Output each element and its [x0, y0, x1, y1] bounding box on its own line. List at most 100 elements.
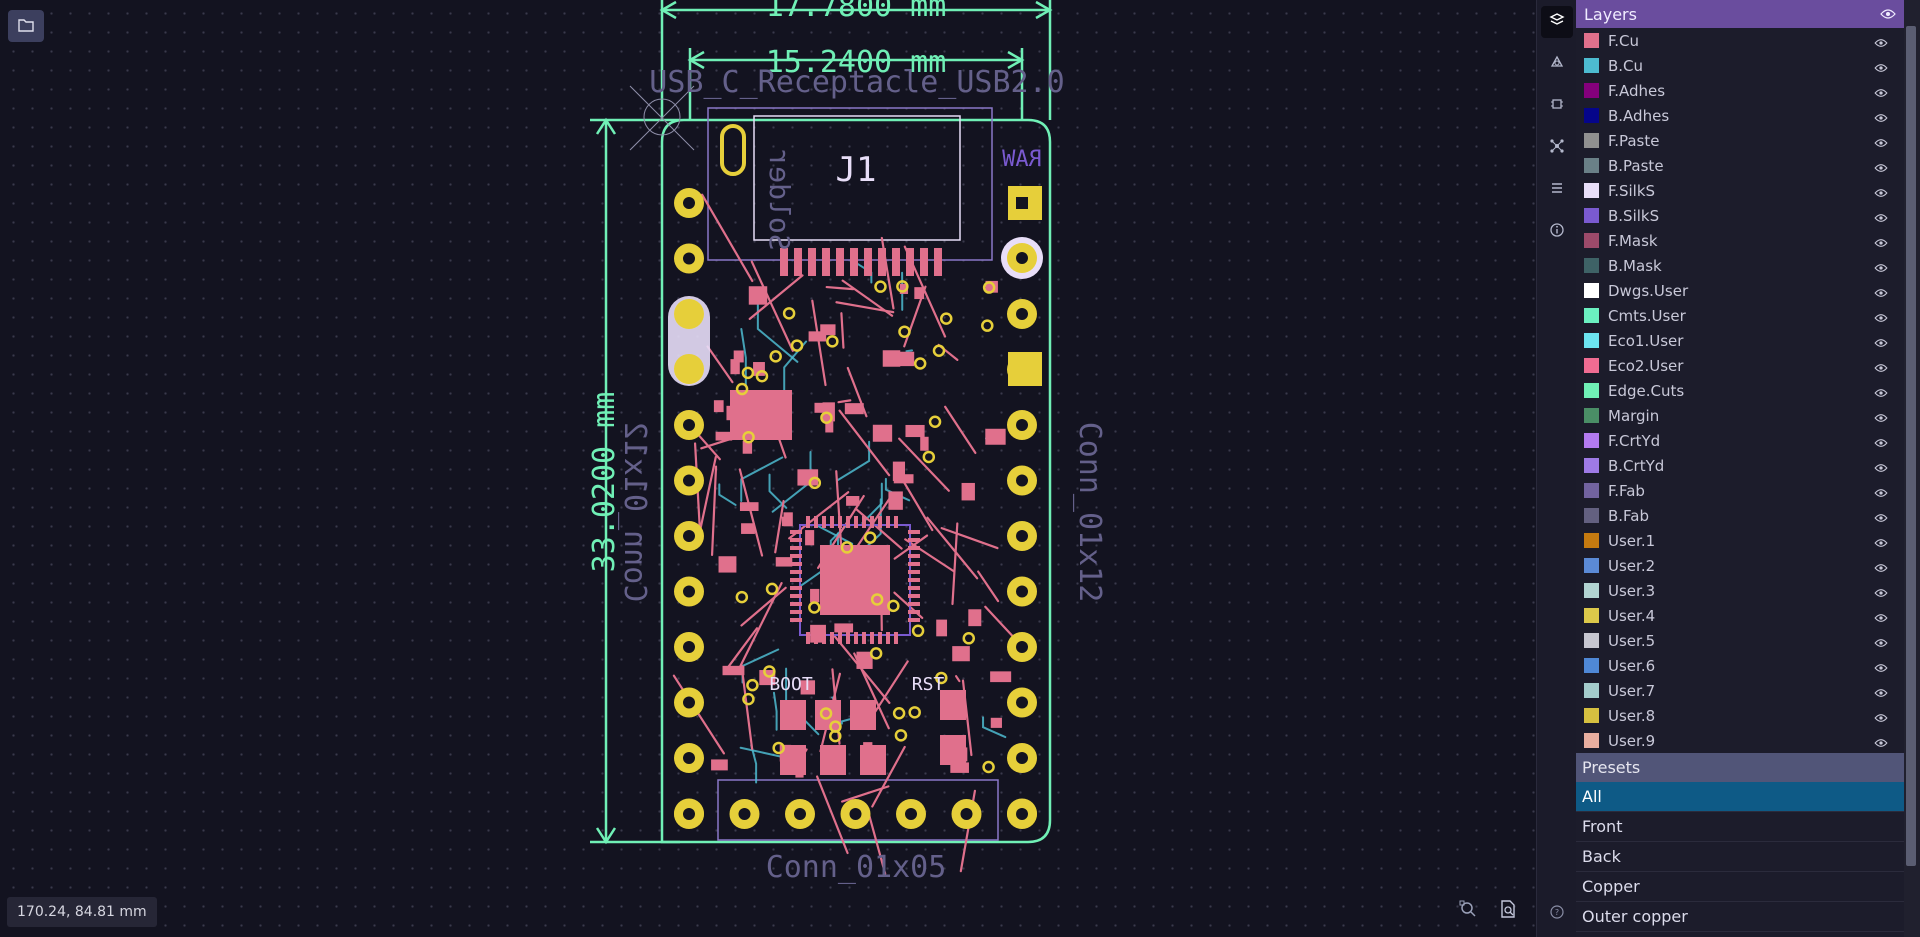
layer-row[interactable]: F.SilkS — [1576, 178, 1904, 203]
layer-color-swatch[interactable] — [1584, 708, 1599, 723]
layer-color-swatch[interactable] — [1584, 508, 1599, 523]
zoom-fit-button[interactable] — [1454, 897, 1482, 925]
eye-icon[interactable] — [1874, 84, 1888, 102]
eye-icon[interactable] — [1874, 534, 1888, 552]
layer-color-swatch[interactable] — [1584, 633, 1599, 648]
layer-row[interactable]: User.7 — [1576, 678, 1904, 703]
layer-color-swatch[interactable] — [1584, 83, 1599, 98]
panel-scrollbar-thumb[interactable] — [1906, 26, 1916, 866]
layer-row[interactable]: Dwgs.User — [1576, 278, 1904, 303]
layer-color-swatch[interactable] — [1584, 583, 1599, 598]
layer-color-swatch[interactable] — [1584, 733, 1599, 748]
layer-row[interactable]: B.Cu — [1576, 53, 1904, 78]
layer-row[interactable]: B.Paste — [1576, 153, 1904, 178]
layer-row[interactable]: User.9 — [1576, 728, 1904, 753]
eye-icon[interactable] — [1874, 359, 1888, 377]
eye-icon[interactable] — [1874, 634, 1888, 652]
layer-color-swatch[interactable] — [1584, 333, 1599, 348]
layers-tab-button[interactable] — [1541, 6, 1573, 38]
eye-icon[interactable] — [1874, 509, 1888, 527]
eye-icon[interactable] — [1874, 159, 1888, 177]
layer-row[interactable]: Edge.Cuts — [1576, 378, 1904, 403]
preset-item[interactable]: Front — [1576, 812, 1904, 842]
layer-color-swatch[interactable] — [1584, 283, 1599, 298]
info-tab-button[interactable] — [1541, 216, 1573, 248]
eye-icon[interactable] — [1874, 109, 1888, 127]
layer-row[interactable]: Cmts.User — [1576, 303, 1904, 328]
open-file-button[interactable] — [8, 10, 44, 42]
eye-icon[interactable] — [1874, 234, 1888, 252]
layer-color-swatch[interactable] — [1584, 233, 1599, 248]
eye-icon[interactable] — [1874, 284, 1888, 302]
layer-color-swatch[interactable] — [1584, 608, 1599, 623]
layer-row[interactable]: B.SilkS — [1576, 203, 1904, 228]
layer-color-swatch[interactable] — [1584, 483, 1599, 498]
layer-color-swatch[interactable] — [1584, 208, 1599, 223]
eye-icon[interactable] — [1874, 209, 1888, 227]
preset-item[interactable]: Back — [1576, 842, 1904, 872]
layer-row[interactable]: F.Paste — [1576, 128, 1904, 153]
objects-tab-button[interactable] — [1541, 48, 1573, 80]
preset-item[interactable]: Outer copper — [1576, 902, 1904, 932]
eye-icon[interactable] — [1874, 409, 1888, 427]
layer-row[interactable]: Eco2.User — [1576, 353, 1904, 378]
layer-color-swatch[interactable] — [1584, 433, 1599, 448]
eye-icon[interactable] — [1874, 334, 1888, 352]
layer-row[interactable]: F.Adhes — [1576, 78, 1904, 103]
layer-row[interactable]: User.5 — [1576, 628, 1904, 653]
eye-icon[interactable] — [1874, 34, 1888, 52]
layer-color-swatch[interactable] — [1584, 33, 1599, 48]
layer-color-swatch[interactable] — [1584, 658, 1599, 673]
eye-icon[interactable] — [1874, 684, 1888, 702]
layer-color-swatch[interactable] — [1584, 308, 1599, 323]
eye-icon[interactable] — [1874, 734, 1888, 752]
layer-row[interactable]: User.3 — [1576, 578, 1904, 603]
layer-row[interactable]: F.CrtYd — [1576, 428, 1904, 453]
layer-color-swatch[interactable] — [1584, 183, 1599, 198]
nets-tab-button[interactable] — [1541, 132, 1573, 164]
layer-row[interactable]: B.CrtYd — [1576, 453, 1904, 478]
layer-row[interactable]: User.8 — [1576, 703, 1904, 728]
layer-row[interactable]: F.Cu — [1576, 28, 1904, 53]
layer-color-swatch[interactable] — [1584, 458, 1599, 473]
eye-icon[interactable] — [1874, 709, 1888, 727]
layer-row[interactable]: B.Adhes — [1576, 103, 1904, 128]
layer-row[interactable]: User.2 — [1576, 553, 1904, 578]
eye-icon[interactable] — [1874, 59, 1888, 77]
layer-color-swatch[interactable] — [1584, 108, 1599, 123]
footprints-tab-button[interactable] — [1541, 90, 1573, 122]
eye-icon[interactable] — [1874, 384, 1888, 402]
zoom-page-button[interactable] — [1494, 897, 1522, 925]
layer-color-swatch[interactable] — [1584, 558, 1599, 573]
layer-row[interactable]: Eco1.User — [1576, 328, 1904, 353]
toggle-all-visibility-button[interactable] — [1880, 5, 1896, 24]
layer-color-swatch[interactable] — [1584, 383, 1599, 398]
eye-icon[interactable] — [1874, 609, 1888, 627]
eye-icon[interactable] — [1874, 484, 1888, 502]
layer-color-swatch[interactable] — [1584, 58, 1599, 73]
layer-color-swatch[interactable] — [1584, 533, 1599, 548]
layer-row[interactable]: User.1 — [1576, 528, 1904, 553]
layer-row[interactable]: B.Fab — [1576, 503, 1904, 528]
list-tab-button[interactable] — [1541, 174, 1573, 206]
eye-icon[interactable] — [1874, 584, 1888, 602]
help-button[interactable]: ? — [1541, 898, 1573, 930]
eye-icon[interactable] — [1874, 259, 1888, 277]
eye-icon[interactable] — [1874, 659, 1888, 677]
layer-color-swatch[interactable] — [1584, 258, 1599, 273]
preset-item[interactable]: Copper — [1576, 872, 1904, 902]
eye-icon[interactable] — [1874, 559, 1888, 577]
layer-row[interactable]: F.Fab — [1576, 478, 1904, 503]
layer-color-swatch[interactable] — [1584, 158, 1599, 173]
layer-color-swatch[interactable] — [1584, 683, 1599, 698]
layer-color-swatch[interactable] — [1584, 408, 1599, 423]
eye-icon[interactable] — [1874, 184, 1888, 202]
layer-row[interactable]: F.Mask — [1576, 228, 1904, 253]
layer-row[interactable]: User.4 — [1576, 603, 1904, 628]
eye-icon[interactable] — [1874, 134, 1888, 152]
preset-item[interactable]: All — [1576, 782, 1904, 812]
layer-color-swatch[interactable] — [1584, 358, 1599, 373]
layer-color-swatch[interactable] — [1584, 133, 1599, 148]
layer-row[interactable]: User.6 — [1576, 653, 1904, 678]
